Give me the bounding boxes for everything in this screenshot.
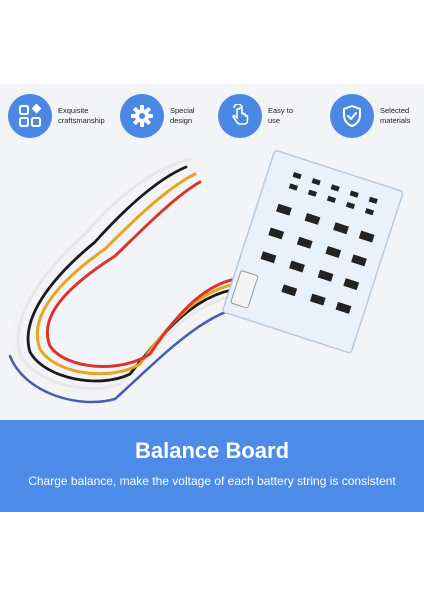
feature-label: Easy to use: [268, 106, 294, 125]
grid-shapes-icon: [8, 94, 52, 138]
gear-icon: [120, 94, 164, 138]
feature-label: Selected materials: [380, 106, 411, 125]
touch-hand-icon: [218, 94, 262, 138]
balance-board-product-image: [8, 147, 404, 404]
banner-subtitle: Charge balance, make the voltage of each…: [28, 474, 396, 488]
wire-bundle: [8, 147, 264, 404]
feature-label: Special design: [170, 106, 195, 125]
pcb-board: [222, 150, 404, 354]
features-row: Exquisite craftsmanship: [0, 84, 424, 164]
banner: Balance Board Charge balance, make the v…: [0, 420, 424, 512]
banner-title: Balance Board: [134, 438, 290, 463]
feature-label: Exquisite craftsmanship: [58, 106, 105, 125]
shield-check-icon: [330, 94, 374, 138]
product-card: Exquisite craftsmanship: [0, 84, 424, 512]
